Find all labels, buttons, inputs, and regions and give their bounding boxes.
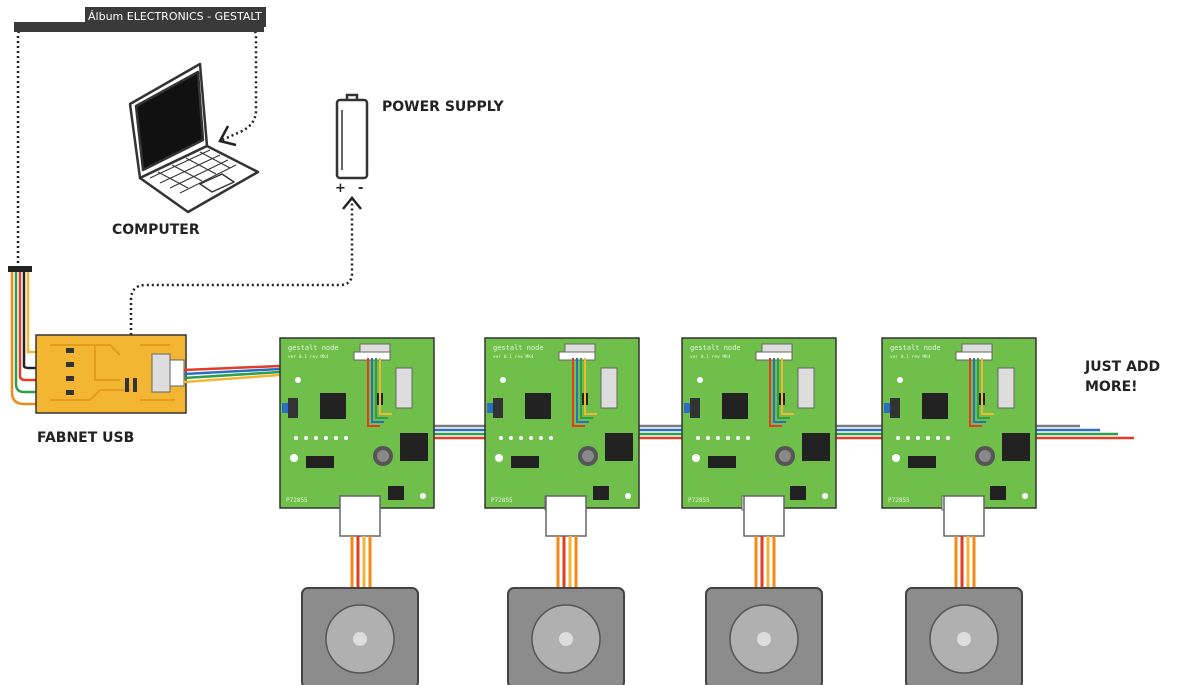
gestalt-node-2: gestalt node ver 0.1 rev MK4 P72855: [484, 337, 640, 511]
stepper-motor-4: [904, 494, 1024, 685]
stepper-motor-1: [300, 494, 420, 685]
cable-top-bar: [14, 22, 264, 32]
node-3-title: gestalt node: [690, 344, 741, 352]
fabnet-usb-board: [35, 334, 187, 414]
usb-cable-dotted: [16, 26, 354, 360]
gestalt-node-3: gestalt node ver 0.1 rev MK4 P72855: [681, 337, 837, 511]
stepper-motor-3: [704, 494, 824, 685]
more-label: MORE!: [1085, 379, 1138, 395]
battery-minus-label: -: [358, 181, 363, 196]
gestalt-node-4: gestalt node ver 0.1 rev MK4 P72855: [881, 337, 1037, 511]
node-4-part: P72855: [888, 497, 910, 504]
gestalt-node-1: gestalt node ver 0.1 rev MK4 P72855: [279, 337, 435, 511]
node-1-sub: ver 0.1 rev MK4: [288, 354, 329, 360]
node-2-title: gestalt node: [493, 344, 544, 352]
node-2-sub: ver 0.1 rev MK4: [493, 354, 534, 360]
stepper-motor-2: [506, 494, 626, 685]
node-1-title: gestalt node: [288, 344, 339, 352]
computer-label: COMPUTER: [112, 222, 200, 238]
usb-arrow-icon: [218, 125, 237, 147]
node-4-title: gestalt node: [890, 344, 941, 352]
just-add-label: JUST ADD: [1084, 359, 1160, 375]
fabnet-bus-cable: [183, 364, 281, 384]
power-arrow-icon: [342, 196, 362, 210]
battery-plus-label: +: [335, 181, 346, 196]
node-3-sub: ver 0.1 rev MK4: [690, 354, 731, 360]
laptop-icon: [128, 62, 260, 214]
fabnet-usb-label: FABNET USB: [37, 430, 134, 446]
node-1-part: P72855: [286, 497, 308, 504]
node-4-sub: ver 0.1 rev MK4: [890, 354, 931, 360]
usb-ribbon-cable: [8, 266, 70, 406]
node-2-part: P72855: [491, 497, 513, 504]
battery-icon: [335, 93, 369, 180]
power-supply-label: POWER SUPPLY: [382, 99, 505, 115]
node-3-part: P72855: [688, 497, 710, 504]
